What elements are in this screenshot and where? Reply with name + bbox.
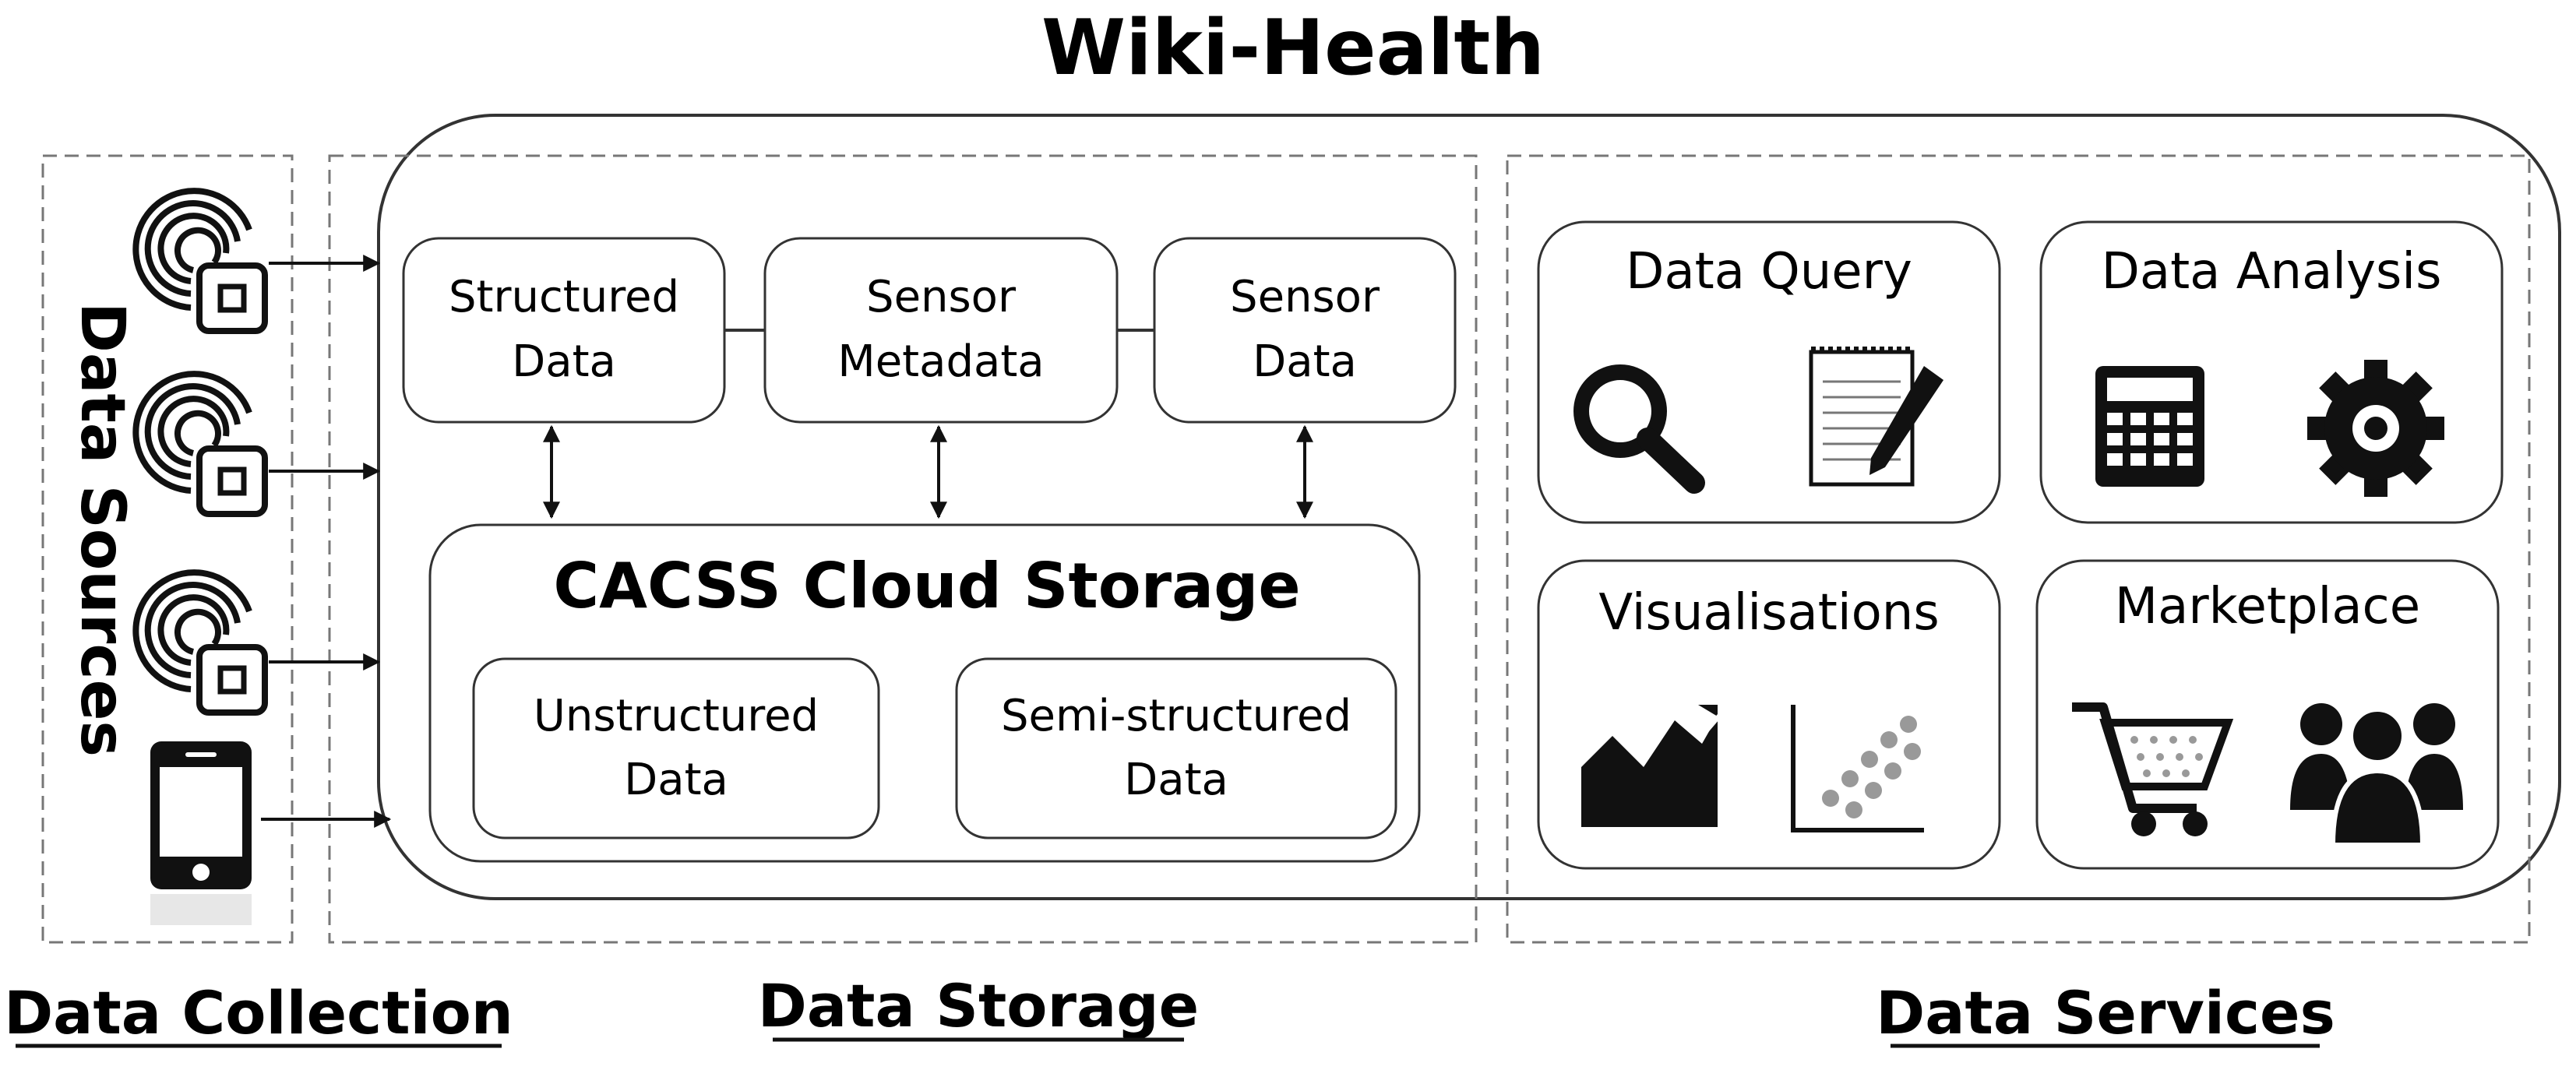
svg-text:Data Services: Data Services: [1876, 978, 2335, 1047]
data-query-panel: Data Query: [1537, 220, 2001, 524]
data-analysis-label: Data Analysis: [2102, 243, 2442, 301]
svg-text:Data: Data: [1253, 336, 1357, 387]
people-icon: [2290, 703, 2463, 847]
svg-text:Sensor: Sensor: [866, 272, 1017, 322]
data-collection-frame: [41, 154, 294, 944]
calculator-icon: [2095, 366, 2204, 487]
data-collection-caption: Data Collection: [4, 978, 513, 1048]
area-chart-icon: [1579, 705, 1728, 827]
sensor-icon: [136, 572, 265, 713]
svg-text:Data Collection: Data Collection: [4, 978, 513, 1047]
svg-text:Data: Data: [512, 336, 616, 387]
svg-text:Sensor: Sensor: [1230, 272, 1380, 322]
data-sources-label: Data Sources: [67, 302, 137, 757]
semi-structured-data-box: Semi-structured Data: [955, 657, 1397, 839]
sensor-metadata-box: Sensor Metadata: [763, 237, 1119, 424]
svg-text:Structured: Structured: [449, 272, 679, 322]
data-services-frame: [1506, 154, 2531, 944]
sensor-icon: [136, 374, 265, 514]
marketplace-panel: Marketplace: [2035, 559, 2500, 870]
marketplace-label: Marketplace: [2115, 578, 2420, 635]
data-storage-frame: [328, 154, 1478, 944]
diagram-title: Wiki-Health: [1041, 4, 1545, 93]
svg-text:Data: Data: [624, 755, 728, 805]
svg-text:Unstructured: Unstructured: [534, 691, 819, 741]
svg-text:Metadata: Metadata: [837, 336, 1044, 387]
shopping-cart-icon: [2072, 702, 2234, 836]
svg-text:Data: Data: [1124, 755, 1228, 805]
magnifier-icon: [1573, 364, 1705, 494]
visualisations-label: Visualisations: [1598, 584, 1939, 642]
data-storage-caption: Data Storage: [758, 971, 1199, 1042]
gear-icon: [2307, 360, 2444, 497]
svg-text:Semi-structured: Semi-structured: [1001, 691, 1351, 741]
data-services-caption: Data Services: [1876, 978, 2335, 1048]
sensor-data-box: Sensor Data: [1153, 237, 1457, 424]
cacss-cloud-storage-box: CACSS Cloud Storage Unstructured Data Se…: [428, 523, 1421, 863]
notepad-pen-icon: [1809, 347, 1943, 487]
structured-data-box: Structured Data: [402, 237, 726, 424]
cloud-storage-title: CACSS Cloud Storage: [553, 550, 1300, 622]
visualisations-panel: Visualisations: [1537, 559, 2001, 870]
unstructured-data-box: Unstructured Data: [472, 657, 880, 839]
mobile-phone-icon: [150, 741, 252, 925]
data-analysis-panel: Data Analysis: [2039, 220, 2504, 524]
data-query-label: Data Query: [1626, 243, 1912, 301]
sensor-icon: [136, 191, 265, 331]
scatter-plot-icon: [1791, 705, 1924, 832]
svg-text:Data Storage: Data Storage: [758, 971, 1199, 1040]
wiki-health-boundary: [377, 114, 2561, 900]
